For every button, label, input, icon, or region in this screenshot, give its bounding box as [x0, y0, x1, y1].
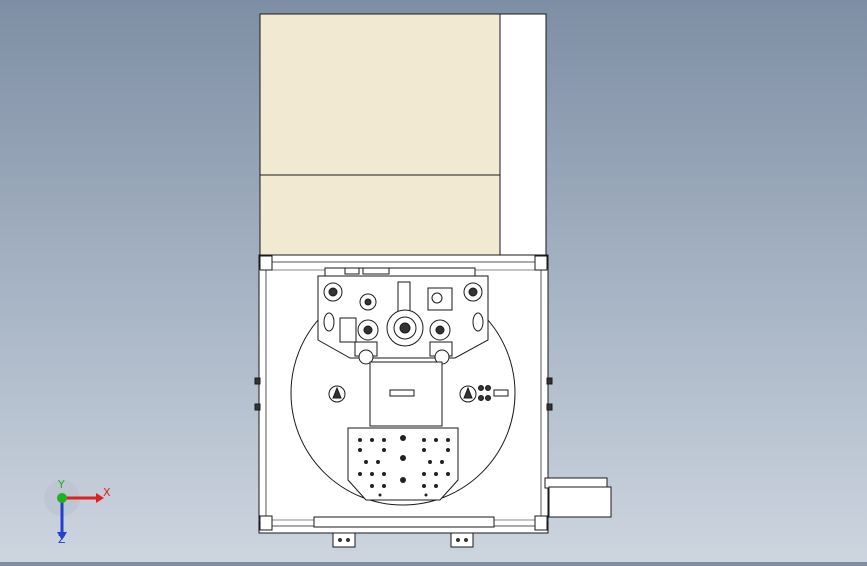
x-axis-label: X	[103, 486, 111, 499]
foot-left	[332, 532, 356, 548]
lower-panel	[259, 174, 501, 256]
y-axis-label: Y	[58, 478, 65, 491]
carriage-slot	[389, 389, 415, 397]
locator-right	[459, 385, 477, 403]
side-column	[499, 13, 547, 256]
sensor-group	[478, 385, 509, 401]
locator-left	[328, 385, 346, 403]
left-roller	[323, 282, 343, 332]
corner-brackets	[259, 255, 548, 531]
side-motor	[548, 486, 612, 518]
spindle-cluster	[339, 281, 453, 365]
top-rail	[324, 267, 476, 277]
fixture-holes	[358, 435, 450, 497]
bottom-rail	[313, 516, 495, 528]
axis-triad: X Y Z	[40, 478, 120, 548]
z-axis-label: Z	[58, 533, 66, 546]
right-roller	[463, 282, 484, 332]
upper-panel	[259, 13, 501, 176]
fixture-plate	[347, 427, 459, 501]
foot-right	[450, 532, 474, 548]
